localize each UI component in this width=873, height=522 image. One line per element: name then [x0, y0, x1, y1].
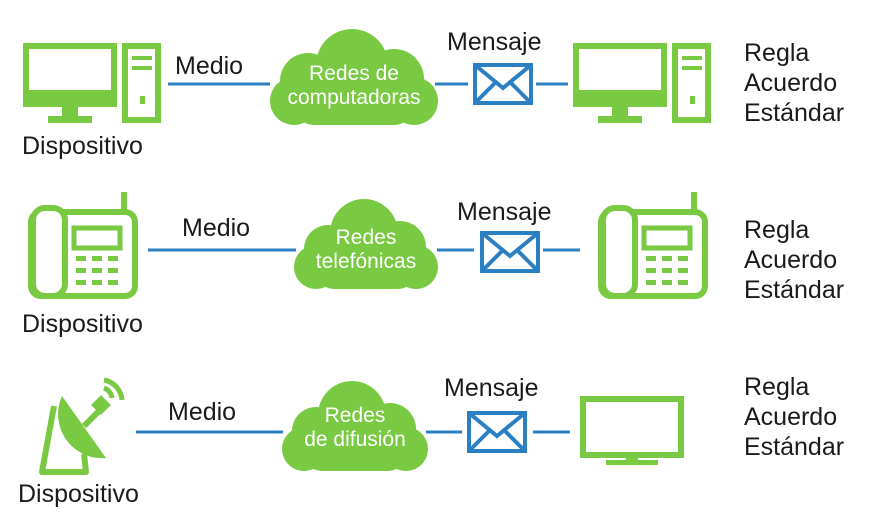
- cloud-icon: [294, 199, 438, 289]
- medium-label: Medio: [175, 52, 244, 80]
- tv-icon: [580, 396, 684, 465]
- envelope-icon: [473, 63, 533, 105]
- network-label: Redes telefónicas: [315, 226, 417, 273]
- device-label: Dispositivo: [22, 132, 143, 160]
- rules-list: Regla Acuerdo Estándar: [744, 38, 844, 128]
- device-label: Dispositivo: [18, 480, 139, 508]
- rule-item: Regla: [744, 216, 810, 244]
- rule-item: Estándar: [744, 99, 845, 127]
- phone-icon: [28, 192, 138, 299]
- computer-icon: [23, 43, 161, 123]
- rules-list: Regla Acuerdo Estándar: [744, 372, 844, 462]
- message-label: Mensaje: [444, 374, 539, 402]
- message-label: Mensaje: [457, 198, 552, 226]
- message-label: Mensaje: [447, 28, 542, 56]
- rule-item: Estándar: [744, 433, 845, 461]
- device-label: Dispositivo: [22, 310, 143, 338]
- medium-label: Medio: [168, 398, 237, 426]
- rule-item: Acuerdo: [744, 246, 838, 274]
- rule-item: Regla: [744, 373, 810, 401]
- network-label: Redes de computadoras: [287, 62, 421, 109]
- cloud-icon: [282, 381, 428, 471]
- cloud-icon: [270, 29, 438, 125]
- phone-icon: [598, 192, 708, 299]
- rule-item: Acuerdo: [744, 69, 838, 97]
- envelope-icon: [480, 231, 540, 273]
- satellite-dish-icon: [39, 377, 125, 475]
- network-label: Redes de difusión: [304, 404, 406, 451]
- rules-list: Regla Acuerdo Estándar: [744, 215, 844, 305]
- rule-item: Acuerdo: [744, 403, 838, 431]
- computer-icon: [573, 43, 711, 123]
- rule-item: Regla: [744, 39, 810, 67]
- medium-label: Medio: [182, 214, 251, 242]
- envelope-icon: [467, 411, 527, 453]
- rule-item: Estándar: [744, 276, 845, 304]
